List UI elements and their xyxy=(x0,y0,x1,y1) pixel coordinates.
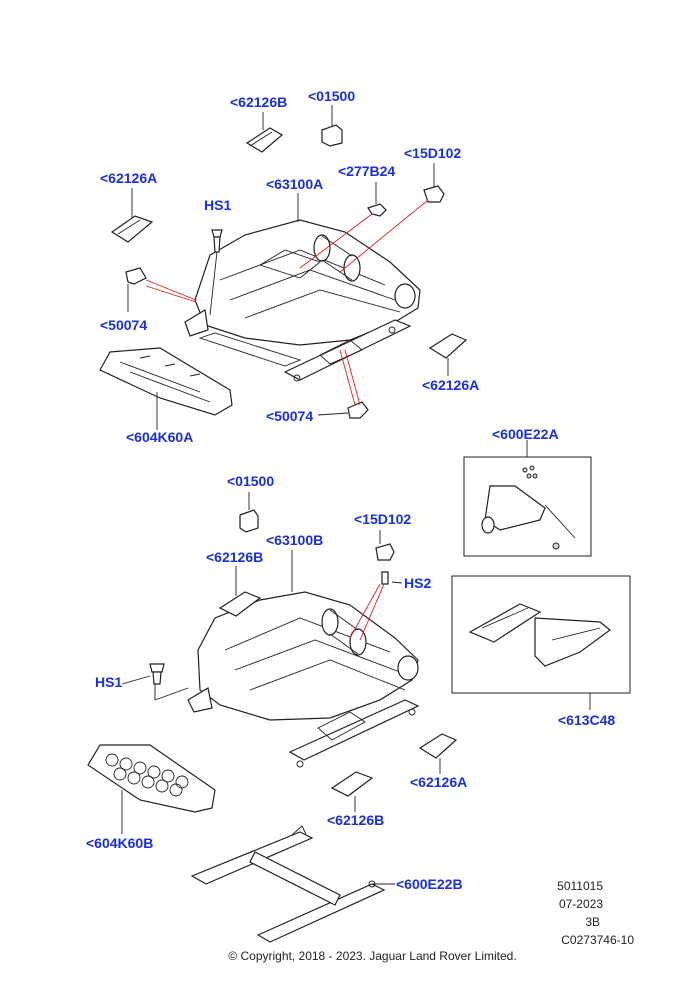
diagram-revision: 3B xyxy=(585,915,600,929)
callout-50074-bottom: <50074 xyxy=(266,408,313,424)
bracket-50074-bottom xyxy=(347,401,369,419)
tray-604K60A xyxy=(99,347,233,416)
clip-01500-top xyxy=(321,124,343,147)
callout-600E22B: <600E22B xyxy=(396,876,463,892)
sensor-15D102-bottom xyxy=(375,543,395,585)
diagram-code: 5011015 xyxy=(557,879,603,893)
callout-62126A-left: <62126A xyxy=(100,170,157,186)
top-leaders xyxy=(131,105,449,430)
pin-HS1-bottom xyxy=(149,663,165,685)
sensor-15D102-top xyxy=(423,185,445,203)
callout-600E22A: <600E22A xyxy=(492,426,559,442)
diagram-date: 07-2023 xyxy=(558,897,603,911)
callout-15D102-bottom: <15D102 xyxy=(354,511,411,527)
cover-62126A-left xyxy=(110,215,154,243)
callout-HS2: HS2 xyxy=(404,575,431,591)
cover-62126B-bottom-upper xyxy=(218,591,262,617)
callout-HS1-bottom: HS1 xyxy=(95,674,122,690)
cover-62126B-top xyxy=(245,127,284,153)
bottom-leaders xyxy=(121,492,441,885)
cover-62126A-bottom xyxy=(418,733,458,759)
callout-62126A-bottom: <62126A xyxy=(410,774,467,790)
callout-277B24: <277B24 xyxy=(338,163,395,179)
clip-01500-bottom xyxy=(239,509,259,533)
cover-62126B-bottom-lower xyxy=(330,771,374,797)
callout-604K60A: <604K60A xyxy=(126,429,193,445)
callout-50074-left: <50074 xyxy=(100,317,147,333)
callout-613C48: <613C48 xyxy=(558,712,615,728)
callout-62126B-bottom-upper: <62126B xyxy=(206,549,263,565)
callout-01500-top: <01500 xyxy=(308,88,355,104)
callout-604K60B: <604K60B xyxy=(86,835,153,851)
top-seat-frame xyxy=(184,219,421,382)
callout-63100A: <63100A xyxy=(266,176,323,192)
clip-277B24 xyxy=(367,203,387,217)
callout-01500-bottom: <01500 xyxy=(227,473,274,489)
callout-62126A-right: <62126A xyxy=(422,377,479,393)
callout-63100B: <63100B xyxy=(266,532,323,548)
callout-HS1-top: HS1 xyxy=(204,197,231,213)
callout-62126B-top: <62126B xyxy=(230,94,287,110)
box-613C48 xyxy=(451,575,631,710)
frame-600E22B xyxy=(190,825,386,943)
copyright-notice: © Copyright, 2018 - 2023. Jaguar Land Ro… xyxy=(228,949,517,963)
tray-604K60B xyxy=(87,744,216,813)
pin-HS1-top xyxy=(209,229,223,316)
callout-15D102-top: <15D102 xyxy=(404,145,461,161)
diagram-reference: C0273746-10 xyxy=(561,933,634,947)
callout-62126B-bottom-lower: <62126B xyxy=(327,812,384,828)
bottom-seat-frame xyxy=(187,591,420,768)
bracket-50074-left xyxy=(125,267,147,312)
cover-62126A-right xyxy=(428,333,468,359)
box-600E22A xyxy=(463,440,592,557)
